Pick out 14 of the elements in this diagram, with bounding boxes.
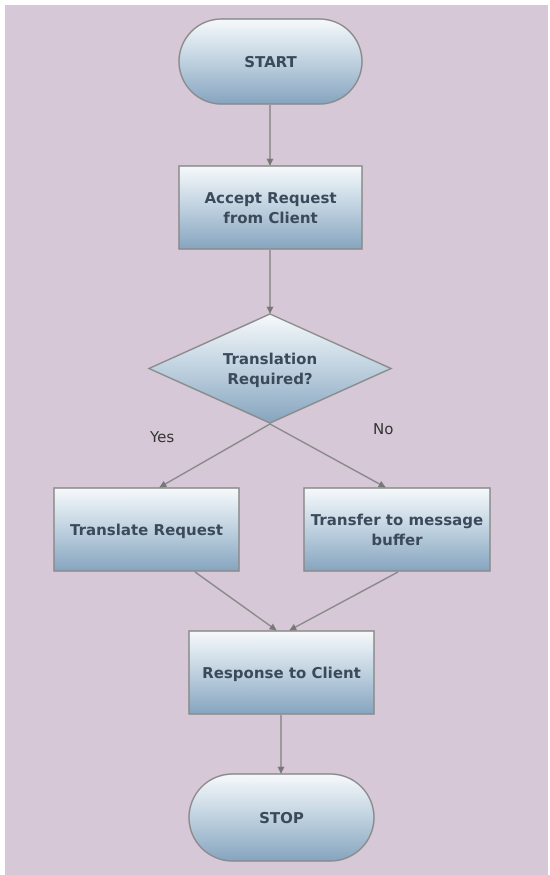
node-text: STOP: [258, 807, 305, 828]
node-text: START: [243, 51, 298, 72]
arrow: [270, 423, 386, 488]
arrow: [194, 571, 277, 631]
arrow: [266, 250, 274, 314]
arrow: [289, 571, 398, 631]
arrow: [159, 423, 270, 488]
node-text: Accept Request from Client: [203, 187, 338, 228]
node-text: Translation Required?: [222, 348, 318, 389]
node-text: Transfer to message buffer: [310, 509, 484, 550]
node-text: Response to Client: [201, 662, 362, 683]
arrow: [266, 105, 274, 166]
node-text: Translate Request: [69, 519, 224, 540]
arrow: [278, 715, 284, 774]
